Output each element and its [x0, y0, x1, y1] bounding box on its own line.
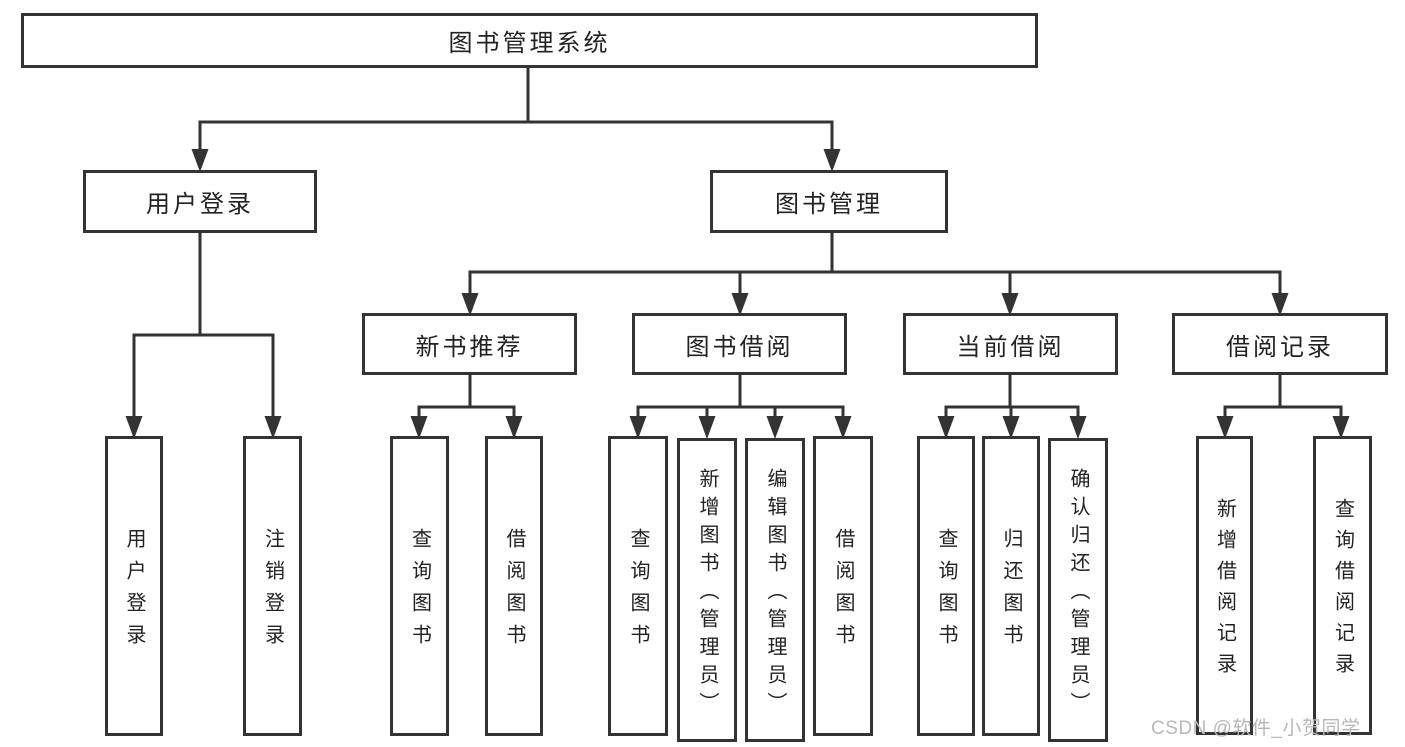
leaf-return-book: 归还图书 [982, 436, 1040, 736]
leaf-add-book-admin: 新增图书（管理员） [677, 438, 737, 742]
node-new-book-recommend: 新书推荐 [362, 313, 577, 375]
node-book-borrow: 图书借阅 [632, 313, 847, 375]
node-new-book-recommend-label: 新书推荐 [415, 333, 524, 361]
node-current-borrow: 当前借阅 [903, 313, 1118, 375]
leaf-query-books-borrow: 查询图书 [608, 436, 668, 736]
leaf-query-borrow-record-label: 查询借阅记录 [1331, 498, 1354, 684]
leaf-logout-label: 注销登录 [261, 528, 284, 656]
leaf-user-login-label: 用户登录 [123, 528, 145, 656]
leaf-query-books-current: 查询图书 [917, 436, 975, 736]
leaf-edit-book-admin-label: 编辑图书（管理员） [764, 468, 786, 720]
leaf-user-login: 用户登录 [105, 436, 163, 736]
node-current-borrow-label: 当前借阅 [956, 333, 1065, 361]
leaf-borrow-books: 借阅图书 [813, 436, 873, 736]
leaf-add-book-admin-label: 新增图书（管理员） [696, 468, 718, 720]
leaf-borrow-books-recommend-label: 借阅图书 [503, 528, 525, 656]
node-book-borrow-label: 图书借阅 [685, 333, 794, 361]
connector-book-management-split [461, 233, 1289, 316]
leaf-borrow-books-label: 借阅图书 [832, 528, 854, 656]
connector-new-book-split [410, 375, 523, 439]
node-root: 图书管理系统 [21, 13, 1038, 68]
leaf-query-books-borrow-label: 查询图书 [627, 528, 649, 656]
node-user-login-label: 用户登录 [146, 191, 254, 218]
leaf-borrow-books-recommend: 借阅图书 [485, 436, 543, 736]
leaf-edit-book-admin: 编辑图书（管理员） [745, 438, 805, 742]
node-borrow-records: 借阅记录 [1172, 313, 1388, 375]
connector-user-login-split [125, 233, 282, 439]
node-root-label: 图书管理系统 [448, 30, 611, 57]
leaf-query-borrow-record: 查询借阅记录 [1313, 436, 1372, 735]
node-borrow-records-label: 借阅记录 [1226, 333, 1334, 361]
watermark: CSDN @软件_小贺同学 [1151, 718, 1361, 739]
node-book-management: 图书管理 [710, 170, 948, 233]
connector-borrow-record-split [1216, 375, 1350, 439]
leaf-query-books-recommend: 查询图书 [390, 436, 449, 736]
node-user-login: 用户登录 [83, 170, 317, 233]
connector-current-borrow-split [937, 375, 1087, 439]
leaf-confirm-return-admin: 确认归还（管理员） [1048, 438, 1108, 742]
leaf-add-borrow-record-label: 新增借阅记录 [1213, 498, 1236, 684]
node-book-management-label: 图书管理 [775, 191, 883, 218]
leaf-add-borrow-record: 新增借阅记录 [1196, 436, 1253, 735]
leaf-logout: 注销登录 [243, 436, 302, 736]
leaf-query-books-recommend-label: 查询图书 [408, 528, 431, 656]
connector-root-split [191, 66, 841, 172]
leaf-return-book-label: 归还图书 [1000, 528, 1022, 656]
connector-book-borrow-split [629, 375, 852, 439]
leaf-confirm-return-admin-label: 确认归还（管理员） [1067, 468, 1089, 720]
leaf-query-books-current-label: 查询图书 [935, 528, 957, 656]
